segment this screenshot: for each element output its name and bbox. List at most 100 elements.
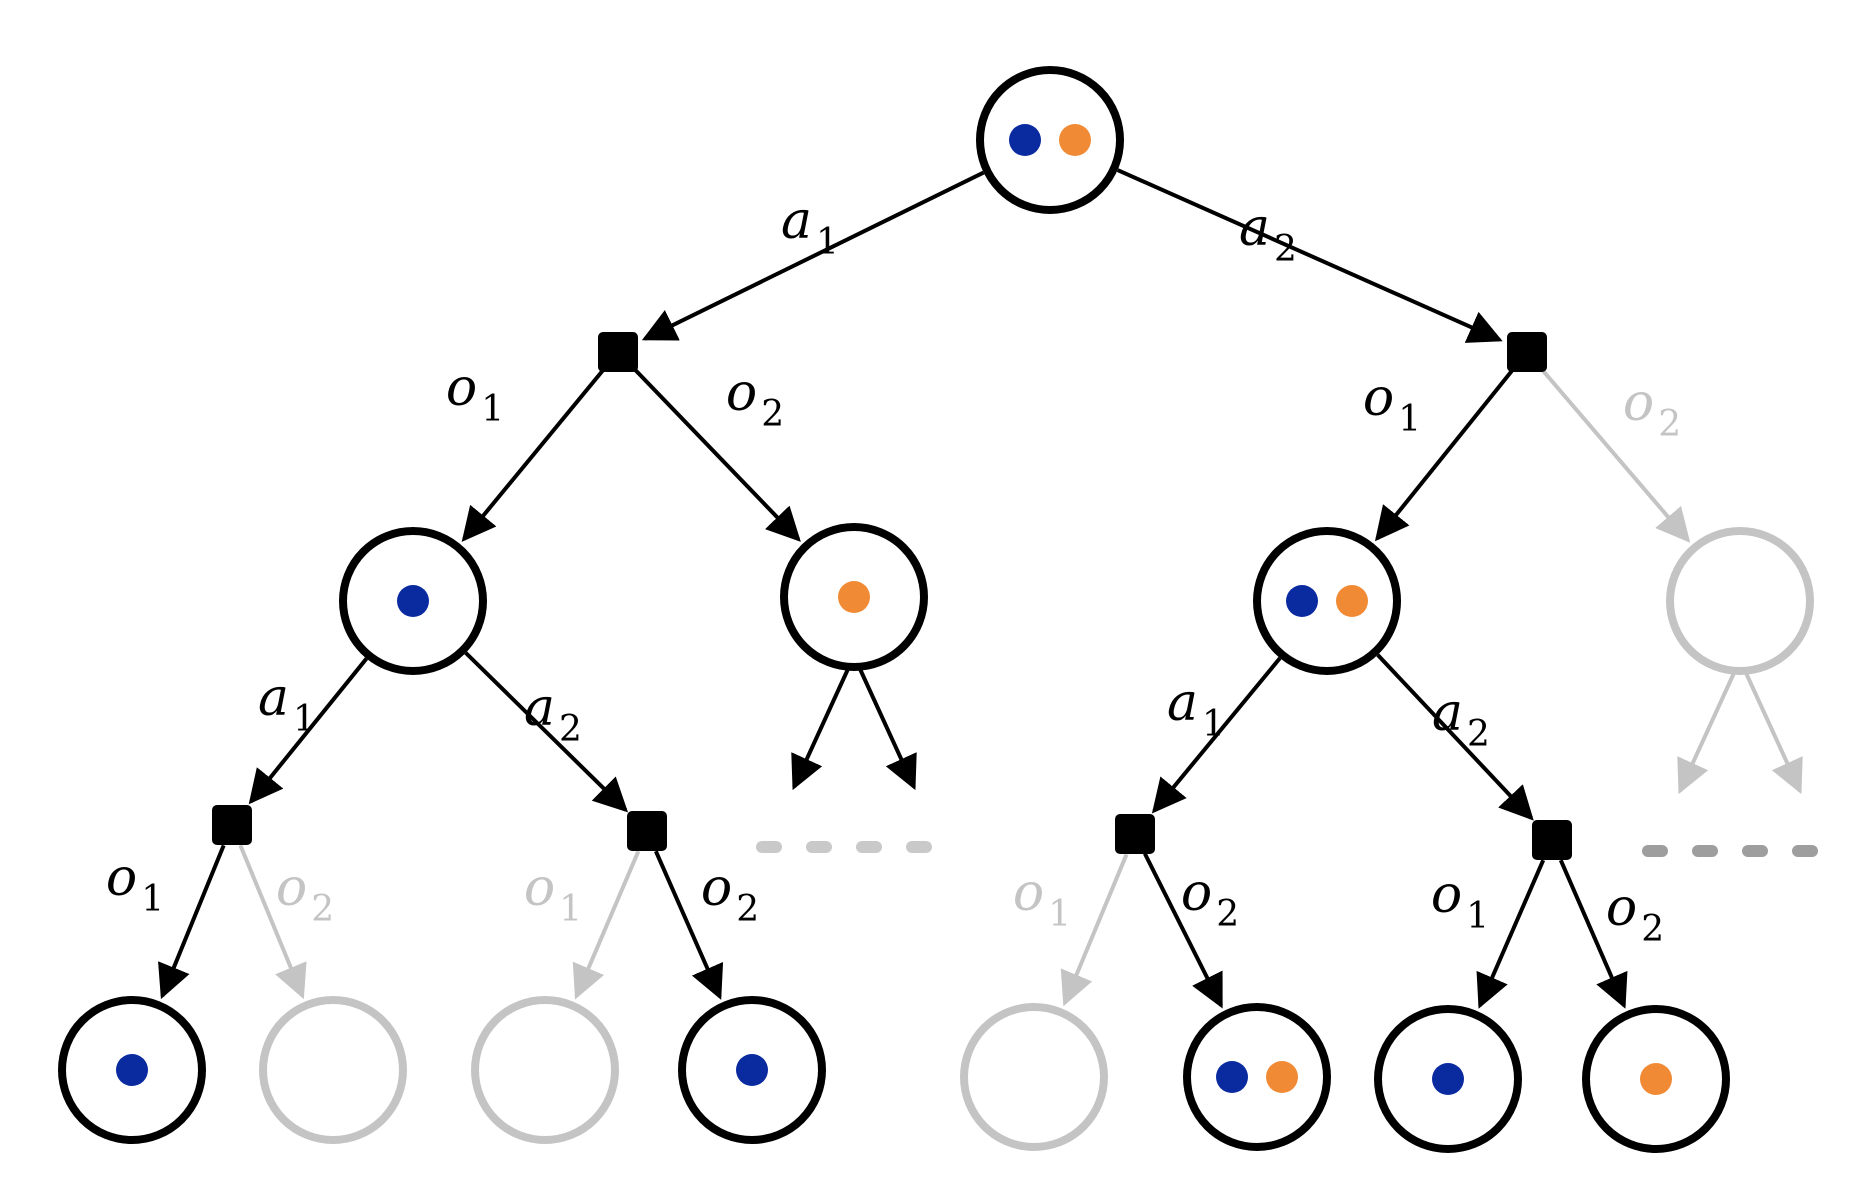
observation-edge-a2o1a2o2 xyxy=(1558,859,1628,1009)
particle-orange-a1o2 xyxy=(838,581,870,613)
action-label-a1-letter: a xyxy=(781,191,812,251)
action-edge-a1 xyxy=(641,170,985,341)
continuation-arrow-right-a1o2 xyxy=(858,668,917,791)
observation-label-a1o1a1o1-subscript: 1 xyxy=(141,879,164,920)
action-node-a1o1a2 xyxy=(627,811,667,851)
particle-blue-a1o1a1o1 xyxy=(116,1054,148,1086)
observation-label-a2o1a2o2-subscript: 2 xyxy=(1641,909,1664,950)
action-label-a1o1a2-subscript: 2 xyxy=(559,709,582,750)
observation-label-a1o1a2o2-letter: o xyxy=(701,858,732,918)
action-edge-a1o1a2 xyxy=(464,651,629,813)
action-label-a2o1a2-subscript: 2 xyxy=(1467,714,1490,755)
observation-label-a1o2-letter: o xyxy=(726,363,757,423)
action-node-a1o1a1 xyxy=(212,805,252,845)
action-node-a1 xyxy=(598,332,638,372)
continuation-arrow-right-a2o2 xyxy=(1744,672,1803,795)
continuation-arrow-left-a1o2 xyxy=(791,668,850,791)
observation-edge-a1o1a2o1 xyxy=(572,850,641,1000)
observation-label-a1o1-letter: o xyxy=(446,358,477,418)
action-edge-a2o1a1 xyxy=(1151,656,1282,814)
action-node-a2o1a1 xyxy=(1115,814,1155,854)
observation-label-a2o2-subscript: 2 xyxy=(1658,404,1681,445)
observation-label-a1o1a2o1-subscript: 1 xyxy=(559,889,582,930)
belief-node-a2o2 xyxy=(1666,527,1814,675)
particle-orange-a2o1 xyxy=(1336,585,1368,617)
action-label-a2o1a2-letter: a xyxy=(1432,683,1463,743)
belief-node-a2o1 xyxy=(1253,527,1401,675)
action-label-a1o1a1-subscript: 1 xyxy=(293,699,316,740)
observation-edge-a1o1a2o2 xyxy=(654,850,724,1000)
belief-node-a1o1a2o1 xyxy=(471,996,619,1144)
observation-label-a1o1a1o2-subscript: 2 xyxy=(311,889,334,930)
particle-blue-a1o1 xyxy=(397,585,429,617)
observation-label-a2o1a1o1-letter: o xyxy=(1013,863,1044,923)
observation-edge-a2o1a2o1 xyxy=(1476,859,1546,1009)
observation-edge-a1o1 xyxy=(461,367,606,542)
observation-edge-a1o2 xyxy=(631,366,801,542)
observation-edge-a2o2 xyxy=(1539,367,1691,543)
action-label-a2-letter: a xyxy=(1239,198,1270,258)
action-edge-a1o1a1 xyxy=(248,657,369,805)
observation-label-a2o1a1o2-letter: o xyxy=(1181,863,1212,923)
observation-label-a2o2-letter: o xyxy=(1623,373,1654,433)
edges-layer xyxy=(158,168,1838,1009)
belief-node-a1o1a1o2 xyxy=(259,996,407,1144)
particle-blue-a2o1a2o1 xyxy=(1432,1063,1464,1095)
action-label-a2-subscript: 2 xyxy=(1274,229,1297,270)
action-label-a2o1a1-subscript: 1 xyxy=(1202,704,1225,745)
observation-label-a1o1a2o1-letter: o xyxy=(524,858,555,918)
observation-label-a2o1a2o1-letter: o xyxy=(1431,865,1462,925)
observation-label-a1o1a2o2-subscript: 2 xyxy=(736,889,759,930)
particle-blue-a2o1a1o2 xyxy=(1216,1061,1248,1093)
observation-label-a2o1a2o2-letter: o xyxy=(1606,878,1637,938)
action-label-a1o1a1-letter: a xyxy=(258,668,289,728)
particle-orange-a2o1a2o2 xyxy=(1640,1063,1672,1095)
particle-orange-root xyxy=(1059,124,1091,156)
observation-label-a2o1a2o1-subscript: 1 xyxy=(1466,896,1489,937)
observation-edge-a2o1a1o1 xyxy=(1060,853,1129,1007)
action-label-a1o1a2-letter: a xyxy=(524,678,555,738)
observation-label-a2o1a1o1-subscript: 1 xyxy=(1048,894,1071,935)
particle-orange-a2o1a1o2 xyxy=(1266,1061,1298,1093)
belief-node-a2o1a1o2 xyxy=(1183,1003,1331,1151)
observation-edge-a1o1a1o2 xyxy=(238,844,307,1000)
observation-label-a2o1a1o2-subscript: 2 xyxy=(1216,894,1239,935)
observation-edge-a2o1a1o2 xyxy=(1143,852,1223,1009)
particle-blue-a2o1 xyxy=(1286,585,1318,617)
belief-node-a2o1a1o1 xyxy=(960,1003,1108,1151)
particle-blue-root xyxy=(1009,124,1041,156)
belief-node-root xyxy=(976,66,1124,214)
observation-label-a1o1a1o1-letter: o xyxy=(106,848,137,908)
observation-label-a1o1-subscript: 1 xyxy=(481,389,504,430)
observation-label-a2o1-letter: o xyxy=(1363,368,1394,428)
action-node-a2 xyxy=(1507,332,1547,372)
observation-label-a1o1a1o2-letter: o xyxy=(276,858,307,918)
continuation-arrow-left-a2o2 xyxy=(1677,672,1736,795)
action-label-a1-subscript: 1 xyxy=(816,222,839,263)
observation-edge-a2o1 xyxy=(1374,367,1515,542)
action-edge-a2o1a2 xyxy=(1376,653,1534,821)
particle-blue-a1o1a2o2 xyxy=(736,1054,768,1086)
action-node-a2o1a2 xyxy=(1532,820,1572,860)
observation-label-a1o2-subscript: 2 xyxy=(761,394,784,435)
nodes-layer xyxy=(58,66,1814,1153)
